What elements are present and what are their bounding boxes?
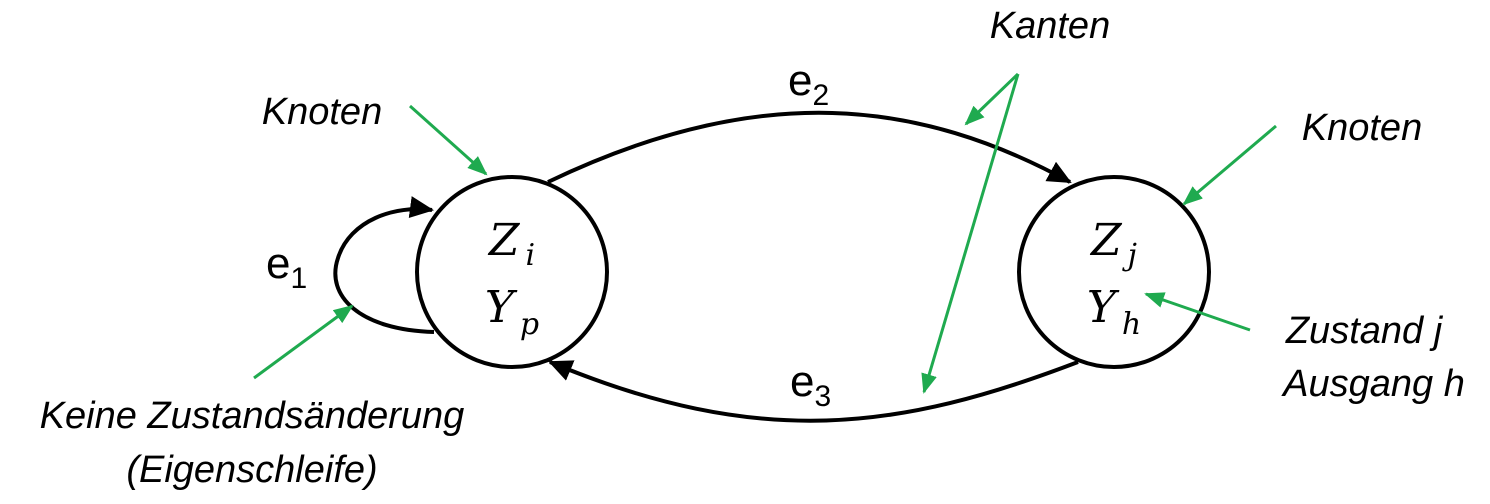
edge-label-e2: e2 — [788, 56, 829, 112]
edge-e1-loop — [333, 196, 435, 334]
arrow-knoten-right — [1182, 124, 1277, 206]
arrow-kanten-to-e3 — [921, 73, 1020, 394]
annotation-knoten-right: Knoten — [1302, 107, 1422, 149]
annotation-eigen-line2: (Eigenschleife) — [126, 449, 377, 491]
arrow-knoten-left — [408, 104, 488, 176]
arrow-kanten-to-e2 — [964, 72, 1020, 126]
edge-e3 — [548, 360, 1079, 423]
arrow-eigenschleife — [253, 304, 354, 380]
edge-label-e3: e3 — [790, 357, 831, 413]
annotation-knoten-left: Knoten — [262, 91, 382, 133]
arrow-zustand — [1144, 292, 1251, 332]
annotation-zustand-line1: Zustand j — [1285, 310, 1444, 352]
edge-e2 — [547, 110, 1072, 184]
edge-label-e1: e1 — [266, 239, 307, 295]
annotation-kanten: Kanten — [990, 5, 1110, 47]
node-zj — [1017, 175, 1211, 369]
node-zi — [415, 175, 609, 369]
annotation-zustand-line2: Ausgang h — [1281, 363, 1465, 405]
annotation-eigen-line1: Keine Zustandsänderung — [40, 395, 465, 437]
